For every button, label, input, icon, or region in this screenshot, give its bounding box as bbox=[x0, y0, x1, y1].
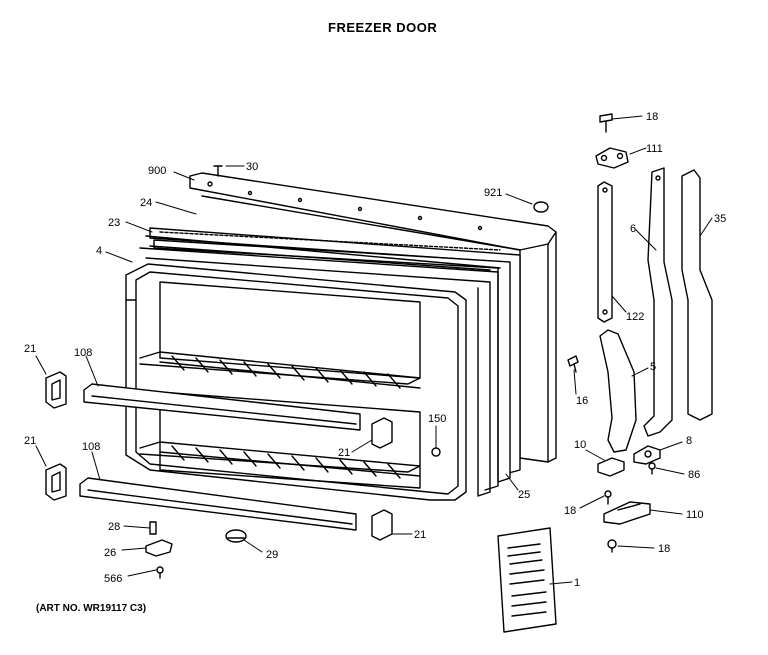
callout-18: 18 bbox=[564, 505, 576, 517]
callout-21: 21 bbox=[24, 435, 36, 447]
shelf-bar-lower bbox=[79, 477, 357, 531]
callout-4: 4 bbox=[96, 245, 102, 257]
callout-29: 29 bbox=[266, 549, 278, 561]
hinge-111 bbox=[595, 147, 629, 169]
instruction-booklet bbox=[497, 527, 557, 633]
callout-28: 28 bbox=[108, 521, 120, 533]
screw-566 bbox=[156, 566, 164, 579]
shelf-end-cap-upper-right bbox=[371, 417, 393, 449]
shelf-end-cap-upper-left bbox=[45, 371, 67, 409]
callout-30: 30 bbox=[246, 161, 258, 173]
callout-labels: 18 111 900 30 921 24 6 35 23 4 122 21 10… bbox=[24, 111, 726, 589]
art-number: (ART NO. WR19117 C3) bbox=[36, 603, 147, 614]
screw-16 bbox=[567, 355, 579, 373]
callout-25: 25 bbox=[518, 489, 530, 501]
callout-111: 111 bbox=[646, 143, 663, 155]
door-trim-35 bbox=[681, 169, 713, 421]
callout-26: 26 bbox=[104, 547, 116, 559]
screw-18-mid bbox=[604, 490, 612, 505]
callout-1: 1 bbox=[574, 577, 580, 589]
callout-6: 6 bbox=[630, 223, 636, 235]
callout-24: 24 bbox=[140, 197, 152, 209]
shelf-end-cap-lower-left bbox=[45, 463, 67, 501]
diagram-title: FREEZER DOOR bbox=[328, 20, 438, 35]
callout-108: 108 bbox=[74, 347, 92, 359]
shelf-end-cap-lower-right bbox=[371, 509, 393, 541]
callout-5: 5 bbox=[650, 361, 656, 373]
door-shelf-upper bbox=[139, 351, 421, 389]
callout-566: 566 bbox=[104, 573, 122, 585]
outer-door-panel bbox=[189, 172, 557, 463]
callout-16: 16 bbox=[576, 395, 588, 407]
screw-18-top bbox=[599, 113, 613, 133]
door-gasket-layers bbox=[139, 227, 521, 497]
hinge-pin-10 bbox=[597, 457, 625, 477]
callout-8: 8 bbox=[686, 435, 692, 447]
hinge-bracket-122 bbox=[597, 181, 613, 323]
screw-18-bottom bbox=[607, 539, 617, 553]
screw-86 bbox=[648, 462, 656, 475]
shelf-bar-upper bbox=[83, 383, 361, 431]
hinge-plate-110 bbox=[603, 501, 651, 525]
callout-10: 10 bbox=[574, 439, 586, 451]
callout-21: 21 bbox=[338, 447, 350, 459]
callout-921: 921 bbox=[484, 187, 502, 199]
bracket-26 bbox=[145, 539, 173, 557]
screw-30 bbox=[213, 165, 223, 177]
callout-108: 108 bbox=[82, 441, 100, 453]
hinge-block-8 bbox=[633, 445, 661, 465]
hinge-cover-5 bbox=[599, 329, 637, 453]
callout-150: 150 bbox=[428, 413, 446, 425]
callout-110: 110 bbox=[686, 509, 704, 521]
callout-23: 23 bbox=[108, 217, 120, 229]
callout-122: 122 bbox=[626, 311, 644, 323]
leader-lines bbox=[35, 115, 713, 585]
button-29 bbox=[225, 529, 247, 543]
callout-86: 86 bbox=[688, 469, 700, 481]
door-trim-6 bbox=[643, 167, 673, 437]
callout-35: 35 bbox=[714, 213, 726, 225]
callout-21: 21 bbox=[24, 343, 36, 355]
screw-28 bbox=[149, 521, 157, 535]
callout-18: 18 bbox=[658, 543, 670, 555]
callout-900: 900 bbox=[148, 165, 166, 177]
callout-21: 21 bbox=[414, 529, 426, 541]
door-shelf-lower bbox=[139, 441, 421, 479]
callout-18: 18 bbox=[646, 111, 658, 123]
